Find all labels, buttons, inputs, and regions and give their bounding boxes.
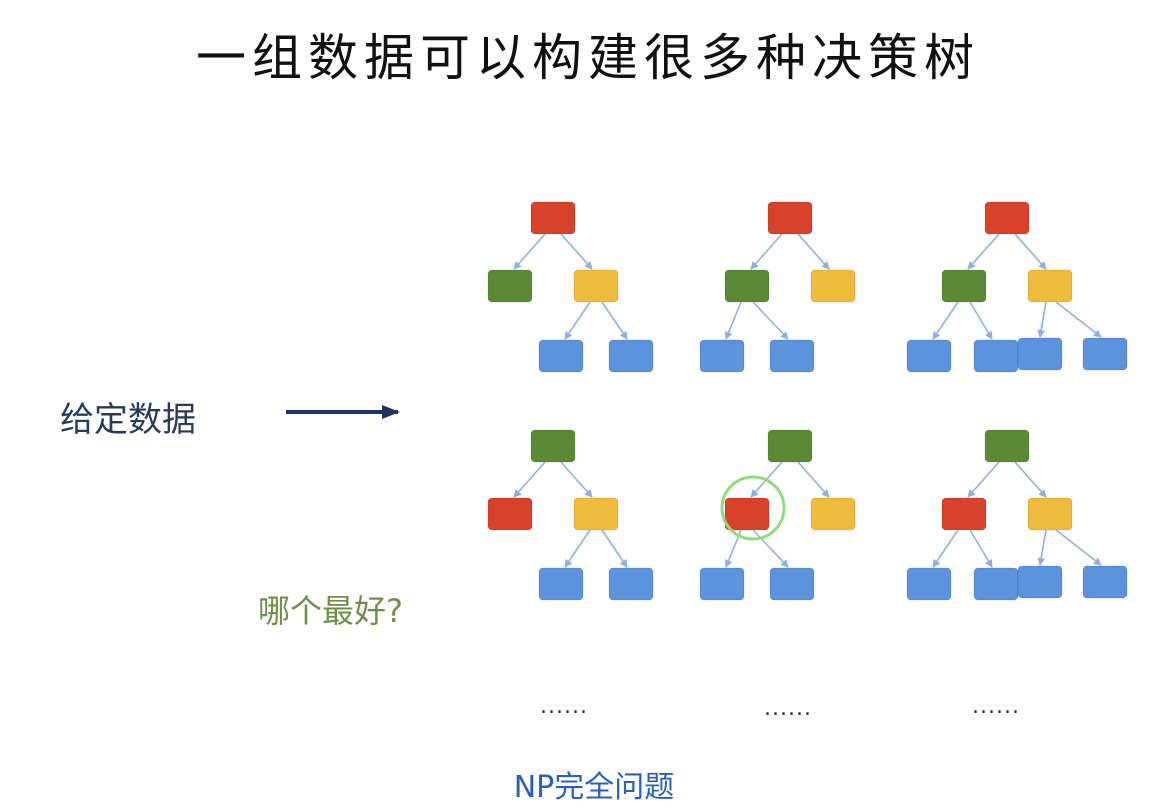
tree-6-edge-right-leaf3 [1037,529,1047,566]
tree-1-edge-right-leaf2 [601,301,628,340]
ellipsis-col-2: ...... [764,696,812,721]
tree-3-edge-right-leaf4 [1055,301,1102,338]
tree-5-edge-root-right [797,461,830,498]
tree-5-right-node [810,497,856,531]
ellipsis-col-1: ...... [540,694,588,719]
trees-layer [487,201,1128,601]
tree-4-right-node [573,497,619,531]
highlight-circle [720,475,786,541]
tree-5-left-node [724,497,770,531]
tree-1-edge-root-left [513,233,546,270]
tree-2-edge-left-leaf2 [752,301,789,340]
tree-5-root-node [767,429,813,463]
tree-3-leaf-3 [1017,337,1063,371]
tree-4-edge-right-leaf1 [564,529,591,568]
tree-6-leaf-1 [906,567,952,601]
tree-3-left-node [941,269,987,303]
tree-6-edge-root-left [967,461,1000,498]
tree-1-left-node [487,269,533,303]
tree-2-root-node [767,201,813,235]
np-complete-label: NP完全问题 [513,770,675,805]
tree-5-leaf-1 [699,567,745,601]
tree-3-leaf-2 [973,339,1019,373]
tree-4-edge-root-left [513,461,546,498]
tree-4-leaf-2 [608,567,654,601]
tree-6-edge-root-right [1014,461,1047,498]
tree-3-edge-left-leaf2 [969,301,993,340]
tree-2-edge-left-leaf1 [724,301,742,340]
tree-3-leaf-1 [906,339,952,373]
tree-6-edge-left-leaf2 [969,529,993,568]
tree-2-edge-root-right [797,233,830,270]
tree-2-leaf-2 [769,339,815,373]
slide-title: 一组数据可以构建很多种决策树 [196,29,980,87]
tree-1-edge-root-right [560,233,593,270]
tree-4-leaf-1 [538,567,584,601]
tree-6-leaf-2 [973,567,1019,601]
tree-4-left-node [487,497,533,531]
tree-1-edge-right-leaf1 [564,301,591,340]
tree-1-root-node [530,201,576,235]
tree-3-edge-root-left [967,233,1000,270]
tree-4-edge-root-right [560,461,593,498]
tree-5-edge-left-leaf2 [752,529,789,568]
tree-6-leaf-3 [1017,565,1063,599]
ellipsis-col-3: ...... [972,694,1020,719]
which-is-best-label: 哪个最好? [258,592,403,630]
tree-1-leaf-2 [608,339,654,373]
tree-2-leaf-1 [699,339,745,373]
tree-1-right-node [573,269,619,303]
tree-3-edge-root-right [1014,233,1047,270]
tree-3-right-node [1027,269,1073,303]
tree-2-edge-root-left [750,233,783,270]
given-data-label: 给定数据 [60,400,196,440]
tree-2-left-node [724,269,770,303]
tree-5-leaf-2 [769,567,815,601]
tree-3-edge-right-leaf3 [1037,301,1047,338]
tree-2-right-node [810,269,856,303]
tree-6-root-node [984,429,1030,463]
tree-3-root-node [984,201,1030,235]
tree-6-right-node [1027,497,1073,531]
tree-3-edge-left-leaf1 [932,301,959,340]
tree-6-edge-right-leaf4 [1055,529,1102,566]
tree-4-root-node [530,429,576,463]
tree-1-leaf-1 [538,339,584,373]
tree-3-leaf-4 [1082,337,1128,371]
tree-6-leaf-4 [1082,565,1128,599]
tree-6-edge-left-leaf1 [932,529,959,568]
tree-4-edge-right-leaf2 [601,529,628,568]
tree-6-left-node [941,497,987,531]
